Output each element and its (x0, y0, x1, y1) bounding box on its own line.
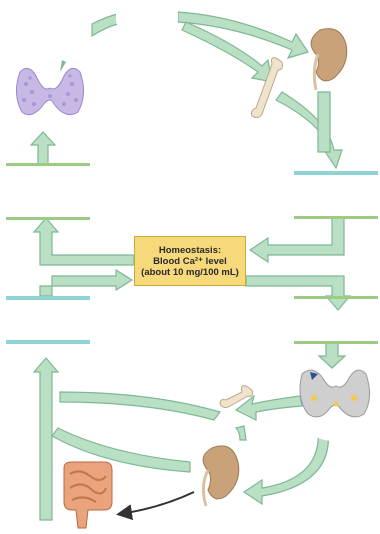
arrow-intestine-to-left (51, 427, 191, 473)
bar-mid-right-upper (294, 216, 378, 219)
homeostasis-box: Homeostasis: Blood Ca²⁺ level (about 10 … (134, 236, 246, 286)
arrow-kidney-to-intestine (234, 425, 247, 441)
arrow-kidney-down (317, 91, 331, 153)
blank-lower-right (306, 422, 364, 441)
arrow-to-bone (234, 394, 303, 421)
arrow-top-curve (91, 13, 119, 38)
middle-arrows (32, 217, 352, 311)
arrow-top-to-bone (181, 21, 273, 83)
bar-upper-left (6, 163, 90, 166)
arrow-kidney-to-intestine-dark (116, 491, 195, 521)
bar-lower-right (294, 341, 378, 344)
upper-loop-arrows (29, 11, 343, 170)
blank-top-center (116, 2, 178, 30)
label-bars (6, 163, 378, 344)
bar-mid-left-lower (6, 296, 90, 300)
arrow-right-upper-in (248, 217, 345, 264)
homeostasis-title: Homeostasis: (158, 244, 222, 256)
bone-upper (251, 57, 283, 119)
arrow-down-to-thyroid (317, 341, 347, 369)
arrow-bone-to-left (59, 391, 222, 421)
thyroid-gland-lower (299, 369, 370, 418)
intestine-icon (63, 461, 113, 529)
arrow-right-lower-out (245, 275, 352, 311)
arrow-left-vertical-up (32, 357, 60, 521)
bar-mid-right-lower (294, 296, 378, 299)
arrow-left-lower-in (39, 268, 134, 297)
thyroid-gland-upper (16, 60, 84, 116)
bar-upper-right (294, 171, 378, 175)
arrow-top-to-kidney (177, 11, 309, 59)
arrow-bone-to-right (275, 91, 343, 170)
bar-lower-left (6, 340, 90, 344)
kidney-upper (310, 28, 348, 91)
homeostasis-level: Blood Ca²⁺ level (153, 255, 227, 267)
bone-lower (219, 385, 253, 409)
bar-mid-left-upper (6, 217, 90, 220)
kidney-lower (201, 445, 240, 507)
homeostasis-range: (about 10 mg/100 mL) (141, 266, 239, 278)
arrow-to-kidney-curve (242, 429, 330, 506)
arrow-left-upper-out (32, 217, 135, 266)
arrow-up-to-thyroid (29, 131, 57, 166)
